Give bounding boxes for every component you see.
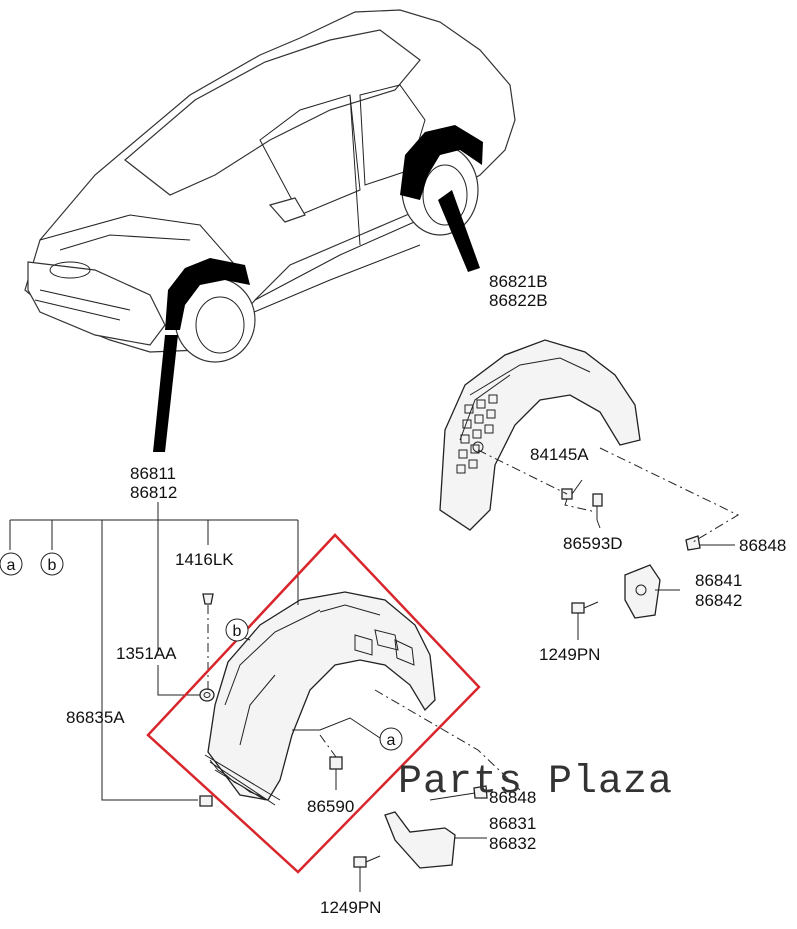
rear-leader-wedge [438,190,480,272]
highlight-frame [146,533,481,874]
front-fender-liner-shape [165,258,250,330]
svg-text:b: b [233,623,242,640]
label-front-clip-bottom: 86848 [489,788,536,807]
label-front-mudflap-1: 86831 [489,814,536,833]
label-rear-guard-1: 86821B [489,272,548,291]
label-rear-clip: 86848 [739,536,786,555]
front-group-bracket [9,502,299,801]
label-rear-mudflap-2: 86842 [695,591,742,610]
label-rear-guard-2: 86822B [489,291,548,310]
label-front-bolt: 1249PN [320,898,381,917]
label-rear-mudflap-1: 86841 [695,571,742,590]
callout-a-left: a [0,552,23,576]
front-wheel-guard [204,591,436,806]
front-screw [329,756,343,783]
rear-mudflap [624,564,661,619]
rear-clip [685,535,701,551]
callout-a-guard: a [379,727,403,751]
label-front-retainer: 1351AA [116,644,177,663]
rear-guard-vent-grid [456,394,498,474]
front-clip-top [202,593,214,605]
car-illustration [24,9,516,452]
rear-screw [592,493,603,520]
label-front-guard-2: 86812 [130,483,177,502]
svg-text:a: a [387,732,396,749]
front-bracket [199,795,213,807]
svg-text:a: a [7,557,16,574]
watermark: Parts Plaza [398,760,673,805]
label-front-screw: 86590 [307,797,354,816]
front-bolt [353,855,381,868]
svg-text:b: b [48,557,57,574]
label-rear-screw: 86593D [563,534,623,553]
rear-wheel-guard [439,339,641,531]
callout-b-guard: b [225,618,249,642]
front-clip-bottom [473,785,488,799]
label-front-mudflap-2: 86832 [489,834,536,853]
label-front-bracket: 86835A [66,708,125,727]
callout-b-left: b [40,552,64,576]
front-retainer [199,688,215,702]
front-leader-wedge [153,335,178,452]
rear-fender-liner-shape [400,125,483,200]
label-rear-bolt: 1249PN [539,645,600,664]
label-front-guard-1: 86811 [130,464,176,483]
label-front-clip-top: 1416LK [175,550,234,569]
label-nut: 84145A [530,445,589,464]
front-mudflap [384,811,456,869]
rear-bolt [571,601,599,614]
